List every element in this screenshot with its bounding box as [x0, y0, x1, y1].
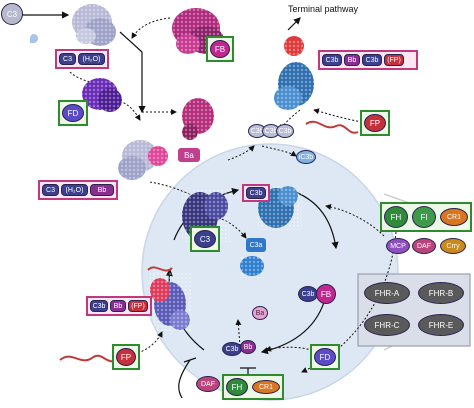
c3-protein-blob: [70, 4, 116, 52]
reg-fh-label: FH: [384, 206, 408, 228]
fb-label: FB: [210, 40, 230, 58]
c3bbb-bb: Bb: [240, 340, 256, 354]
c5-c3b1-pill: C3b: [322, 54, 342, 66]
arrow-terminal: [288, 18, 300, 30]
convertase-fp-pill: (FP): [128, 300, 148, 312]
c5-bb-pill: Bb: [344, 54, 360, 66]
reg-mcp-label: MCP: [386, 238, 410, 254]
fhr-b-label: FHR-B: [418, 282, 464, 304]
fhr-c-label: FHR-C: [364, 314, 410, 336]
arrow-fb-join: [132, 18, 170, 38]
ic3b-label: iC3b: [296, 150, 316, 164]
c3-label: C3: [1, 3, 23, 25]
ba-label: Ba: [178, 148, 200, 162]
c3bbb-c3b: C3b: [222, 342, 242, 356]
c5-fp-pill: (FP): [384, 54, 404, 66]
c3h2o-h2o-pill: (H₂O): [78, 53, 105, 65]
h2o-drop-label: [30, 34, 38, 43]
c3b-center-pill: C3b: [246, 187, 266, 199]
c3b-fragment-c: C3b: [276, 124, 294, 138]
c3b-fb-c3b: C3b: [298, 286, 318, 302]
fp-left-label: FP: [116, 348, 136, 366]
fh-bottom-label: FH: [226, 378, 248, 396]
fhr-a-label: FHR-A: [364, 282, 410, 304]
arrow-fp-right: [314, 110, 362, 122]
fd-label: FD: [62, 104, 84, 122]
fp-strand-right: [306, 122, 358, 133]
c3h2obb-bb-pill: Bb: [90, 184, 114, 196]
fp-strand-left: [60, 356, 118, 362]
fhr-e-label: FHR-E: [418, 314, 464, 336]
c5-convertase-protein-blob: [274, 36, 314, 112]
reg-fi-label: FI: [412, 206, 436, 228]
reg-daf-label: DAF: [412, 238, 436, 254]
c3-center-label: C3: [194, 230, 216, 248]
ba-cycle-label: Ba: [252, 306, 268, 320]
c3h2obb-h2o-pill: (H₂O): [61, 184, 88, 196]
fp-right-label: FP: [364, 114, 386, 132]
terminal-pathway-title: Terminal pathway: [288, 4, 358, 14]
c3a-protein-blob: [240, 256, 264, 278]
convertase-bb-pill: Bb: [110, 300, 126, 312]
cr1-bottom-label: CR1: [252, 380, 280, 394]
fd-bottom-label: FD: [314, 348, 336, 366]
ba-protein-blob: [180, 98, 216, 140]
fd-protein-blob: [82, 78, 122, 114]
arrow-tickover-down: [120, 32, 142, 112]
c3h2obb-c3-pill: C3: [42, 184, 59, 196]
c3a-label: C3a: [246, 238, 266, 252]
reg-cr1-label: CR1: [440, 208, 468, 226]
c3h2o-c3-pill: C3: [59, 53, 76, 65]
convertase-c3b-pill: C3b: [90, 300, 108, 312]
c3h2obb-protein-blob: [118, 138, 170, 182]
c3b-fb-fb: FB: [316, 284, 336, 304]
convertase-protein-blob: [150, 272, 192, 332]
daf-bottom-label: DAF: [196, 376, 220, 392]
reg-crry-label: Crry: [440, 238, 466, 254]
c5-c3b2-pill: C3b: [362, 54, 382, 66]
